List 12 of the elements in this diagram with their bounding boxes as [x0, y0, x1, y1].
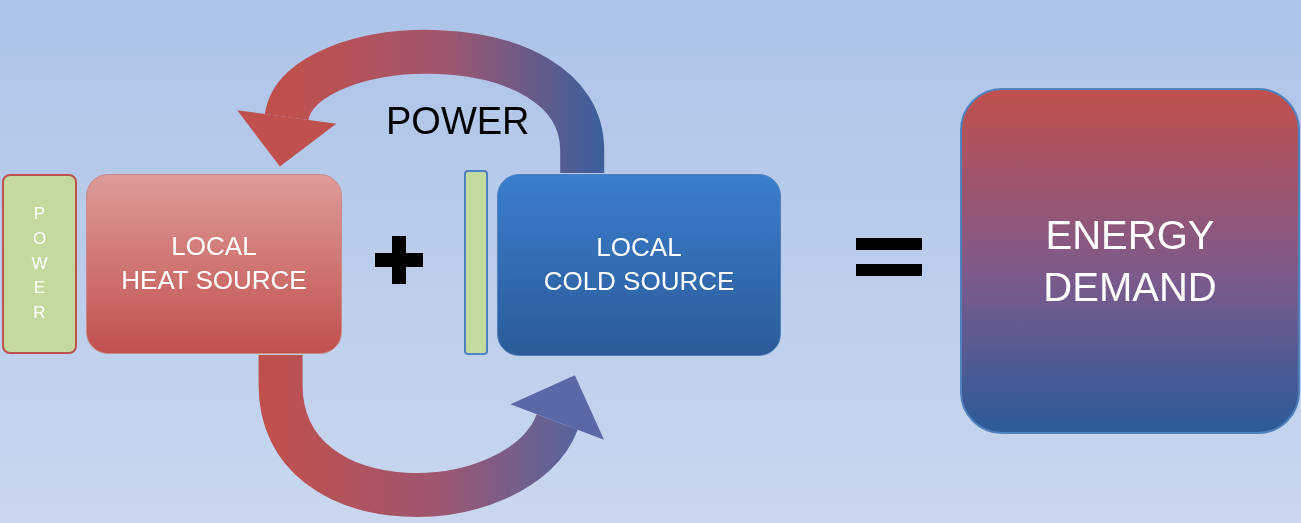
energy-demand-box	[960, 88, 1300, 434]
node-label: LOCAL COLD SOURCE	[543, 231, 735, 298]
node-label: ENERGY DEMAND	[1042, 212, 1218, 311]
bar	[464, 170, 488, 355]
heat-source-box	[86, 174, 342, 354]
curved-arrow	[240, 30, 605, 173]
power-label: POWER	[386, 100, 530, 143]
power-bar	[2, 174, 77, 354]
node-label: LOCAL HEAT SOURCE	[121, 230, 307, 297]
node-label: POWER	[31, 203, 48, 324]
cold-source-box	[497, 174, 781, 356]
curved-arrow	[258, 355, 601, 517]
